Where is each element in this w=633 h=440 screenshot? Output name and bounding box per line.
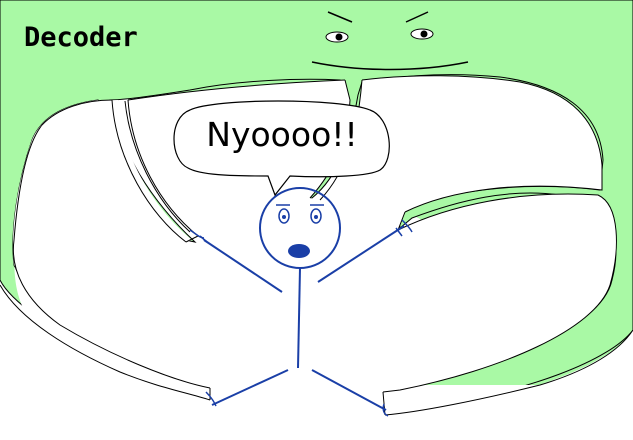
floor-area <box>0 385 633 440</box>
right-top-arm <box>361 75 603 213</box>
stick-figure <box>203 187 405 411</box>
speech-bubble <box>173 100 390 197</box>
stick-figure-mouth <box>288 244 310 258</box>
monster-right-eye <box>405 11 434 40</box>
left-lower-arm-outline-outer <box>0 284 211 401</box>
stick-figure-left-leg <box>211 369 289 406</box>
title-label: Decoder <box>24 22 138 53</box>
monster-left-eye <box>325 11 353 43</box>
claw-top-right <box>395 219 413 237</box>
right-lower-arm-outer <box>384 329 633 416</box>
left-upper-arm-outline <box>111 99 187 243</box>
stick-figure-left-arm <box>203 239 283 293</box>
left-lower-arm-outline <box>12 99 211 389</box>
left-upper-arm-outline-inner <box>127 99 199 237</box>
top-arm-left-edge <box>127 79 346 101</box>
right-lower-arm <box>382 193 617 393</box>
monster-mouth <box>311 61 469 71</box>
stick-figure-right-arm <box>317 225 405 283</box>
claw-bottom-right <box>382 403 389 417</box>
stick-figure-torso <box>297 267 301 369</box>
monster-left-arm-inner <box>124 100 191 233</box>
claw-bottom-left <box>205 391 217 407</box>
stick-figure-right-leg <box>311 369 387 411</box>
speech-text: Nyoooo!! <box>206 115 358 154</box>
stick-figure-face <box>276 204 324 258</box>
left-cavity <box>0 75 633 440</box>
arm-end-lines <box>185 211 406 416</box>
